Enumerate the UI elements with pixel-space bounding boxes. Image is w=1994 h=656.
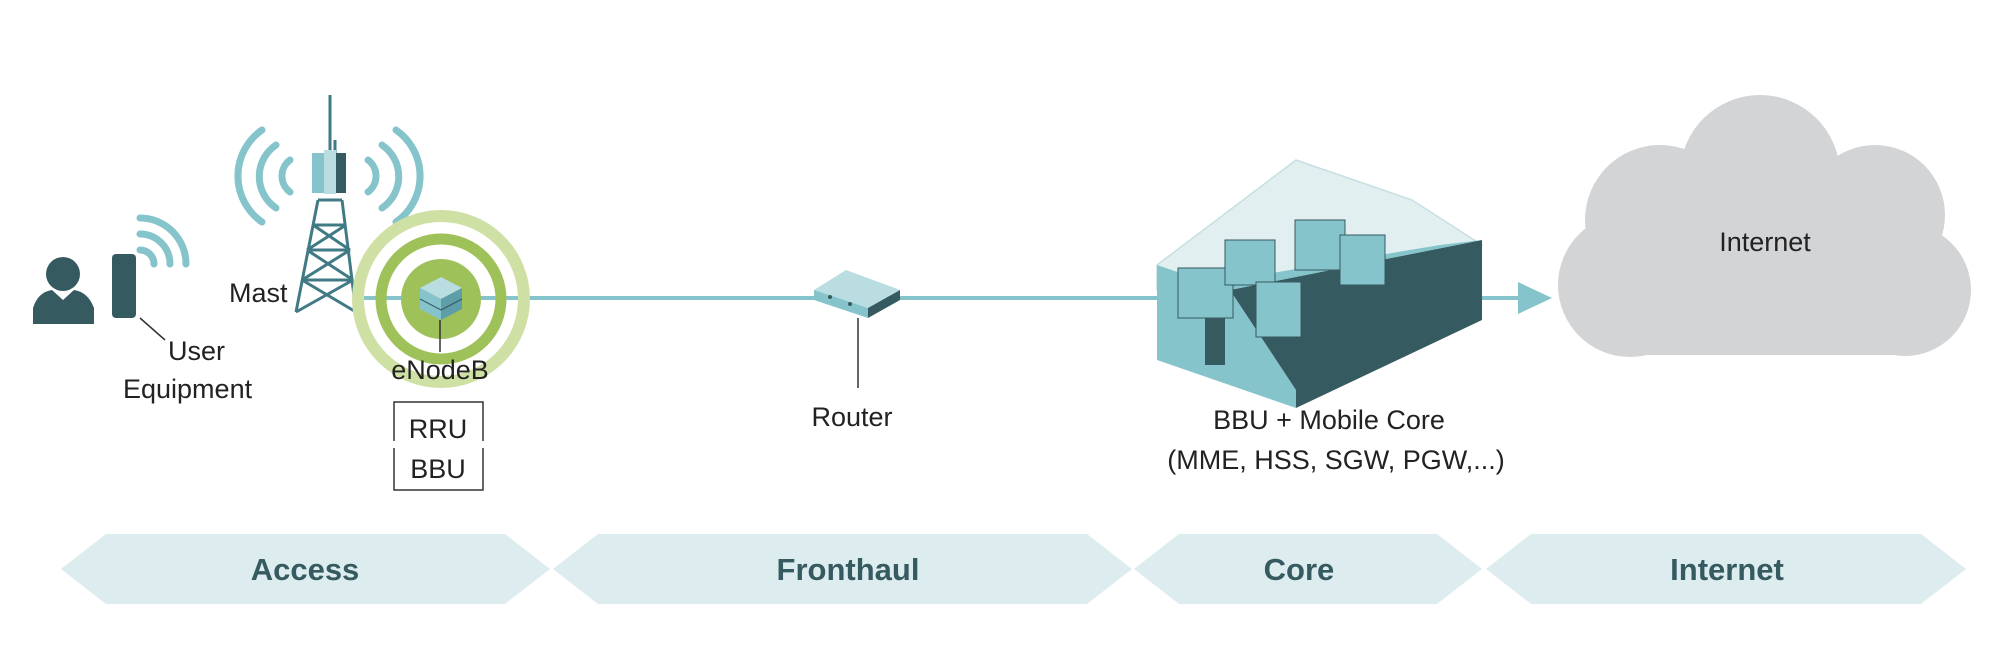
enodeb-box-icon [419, 277, 463, 320]
wifi-signal-icon [136, 214, 190, 268]
mast-tower-icon [294, 95, 358, 314]
ue-leader-line [139, 317, 166, 341]
segment-internet-label: Internet [1670, 552, 1784, 587]
router-label: Router [811, 402, 892, 432]
segment-core-label: Core [1264, 552, 1335, 587]
internet-cloud-icon [1558, 95, 1971, 357]
enodeb-label: eNodeB [391, 355, 489, 385]
rru-bbu-box [393, 401, 484, 491]
core-title-label: BBU + Mobile Core [1213, 405, 1445, 435]
mast-label: Mast [229, 278, 288, 308]
core-subtitle-label: (MME, HSS, SGW, PGW,...) [1167, 445, 1505, 475]
router-icon [814, 270, 900, 318]
phone-icon [112, 254, 136, 318]
antenna-panels-icon [312, 150, 346, 194]
bbu-label: BBU [410, 454, 466, 484]
user-label: User [168, 336, 225, 366]
arrow-head-icon [1518, 282, 1552, 314]
data-center-building-icon [1156, 159, 1484, 408]
rru-label: RRU [409, 414, 468, 444]
cloud-label: Internet [1719, 227, 1811, 257]
segment-core: Core [1134, 534, 1482, 604]
segment-internet: Internet [1486, 534, 1966, 604]
segment-fronthaul: Fronthaul [553, 534, 1132, 604]
segment-access: Access [61, 534, 550, 604]
equipment-label: Equipment [123, 374, 253, 404]
segment-fronthaul-label: Fronthaul [777, 552, 920, 587]
radio-waves-icon [234, 126, 424, 226]
segment-access-label: Access [251, 552, 360, 587]
user-icon [33, 257, 94, 324]
